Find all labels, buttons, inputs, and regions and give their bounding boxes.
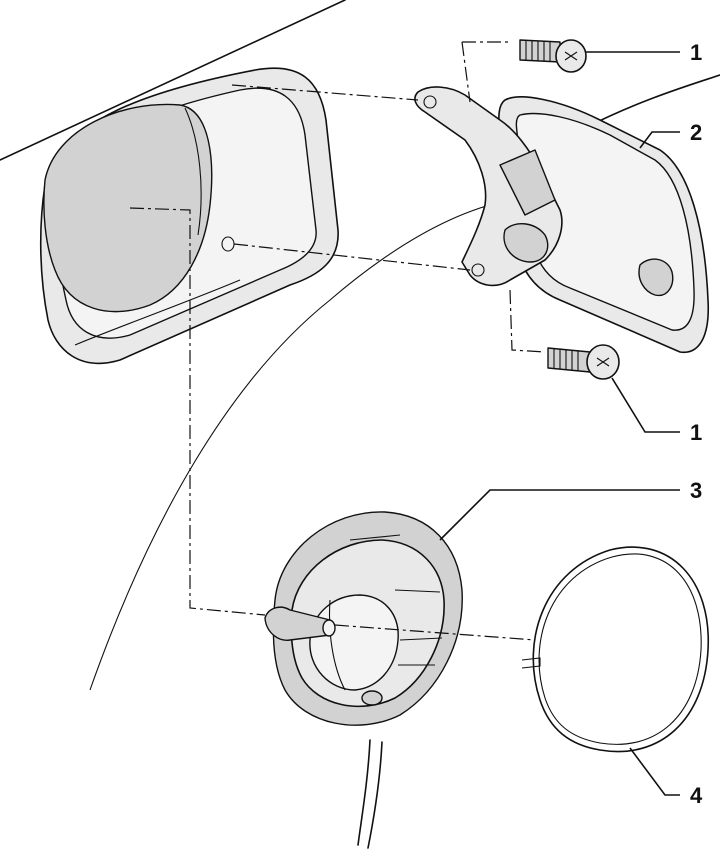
bolt-upper xyxy=(519,39,587,73)
alignment-lines xyxy=(129,41,546,641)
filler-housing xyxy=(39,67,339,365)
callout-3: 3 xyxy=(690,478,702,503)
filler-neck-boot xyxy=(264,511,463,849)
callout-1-upper: 1 xyxy=(690,40,702,65)
callout-4: 4 xyxy=(690,783,703,808)
bolt-lower xyxy=(547,344,620,380)
fuel-flap-with-hinge xyxy=(414,86,710,353)
leader-lines xyxy=(439,51,680,796)
sealing-ring xyxy=(521,546,709,753)
body-panel-contours xyxy=(0,0,720,691)
callout-2: 2 xyxy=(690,120,702,145)
callout-1-lower: 1 xyxy=(690,420,702,445)
